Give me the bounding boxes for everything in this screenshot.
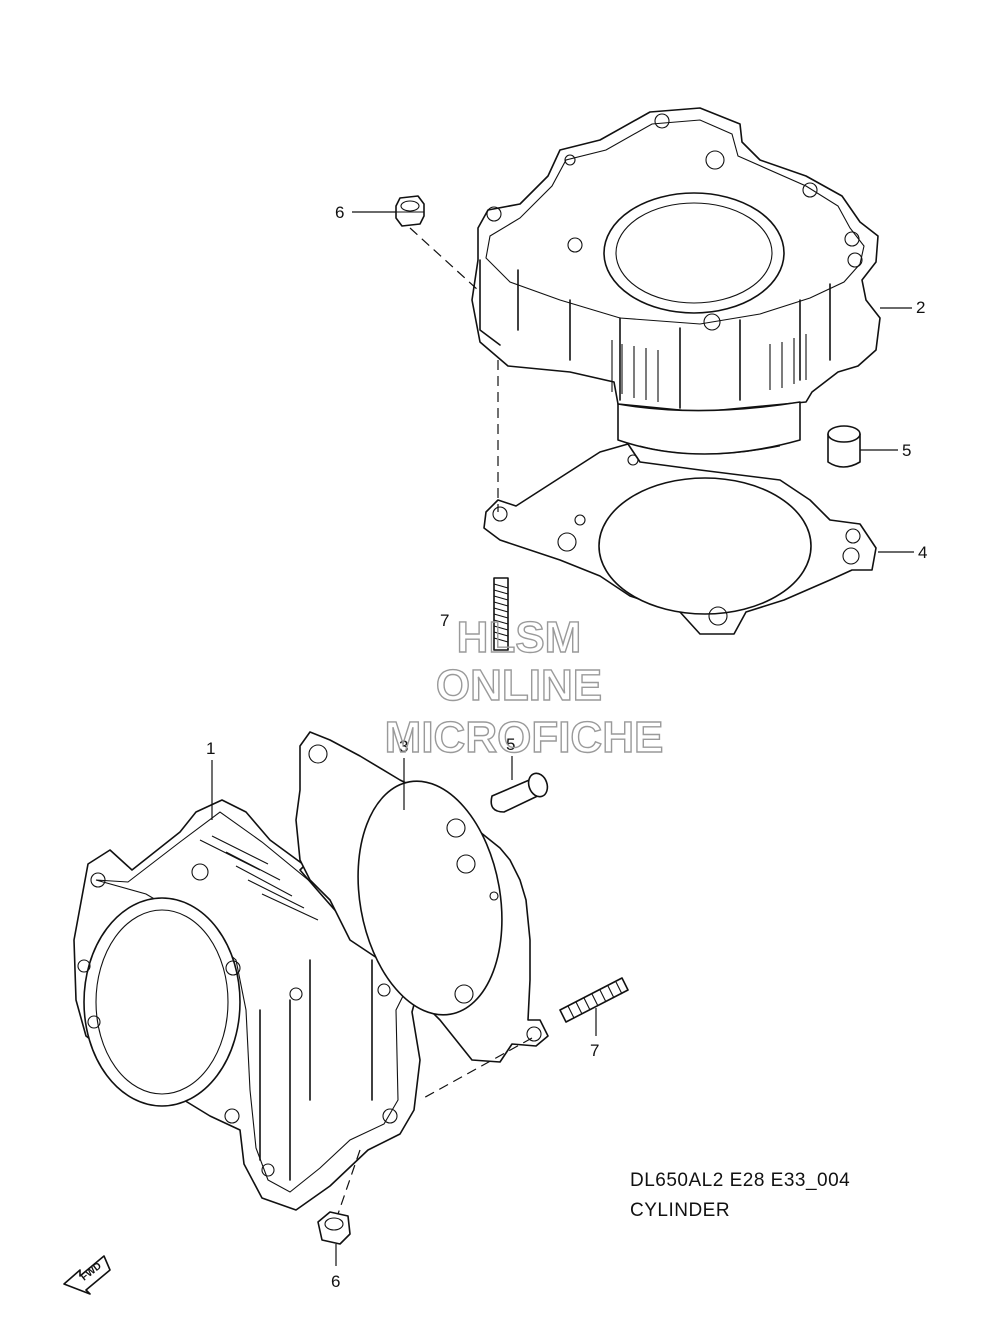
watermark: HLSM ONLINE MICROFICHE: [384, 612, 664, 762]
nut-upper: [395, 195, 425, 227]
callout-4: 4: [918, 543, 927, 562]
watermark-line-2: ONLINE: [436, 661, 602, 710]
callout-6-bottom: 6: [331, 1272, 340, 1291]
diagram-code: DL650AL2 E28 E33_004: [630, 1170, 850, 1191]
dashed-line-nut-upper: [409, 227, 479, 291]
callout-7-top: 7: [440, 611, 449, 630]
callout-6-top: 6: [335, 203, 344, 222]
dashed-line-stud-lower: [419, 1037, 533, 1101]
dashed-line-nut-lower: [337, 1149, 361, 1215]
stud-upper: [493, 577, 509, 651]
diagram-title: CYLINDER: [630, 1200, 730, 1221]
callout-3: 3: [399, 737, 408, 756]
dowel-pin-middle: [490, 772, 549, 813]
cylinder-upper: [471, 107, 881, 455]
callout-7-right: 7: [590, 1041, 599, 1060]
stud-right: [559, 977, 629, 1023]
callout-2: 2: [916, 298, 925, 317]
callout-5-top: 5: [902, 441, 911, 460]
watermark-line-1: HLSM: [457, 613, 582, 662]
fwd-arrow-icon: FWD: [63, 1255, 111, 1295]
watermark-line-3: MICROFICHE: [385, 713, 664, 762]
nut-bottom: [317, 1211, 351, 1245]
dowel-pin-upper: [827, 425, 861, 468]
gasket-upper: [483, 443, 877, 635]
gasket-lower: [295, 731, 549, 1063]
callout-1: 1: [206, 739, 215, 758]
callout-5-mid: 5: [506, 735, 515, 754]
